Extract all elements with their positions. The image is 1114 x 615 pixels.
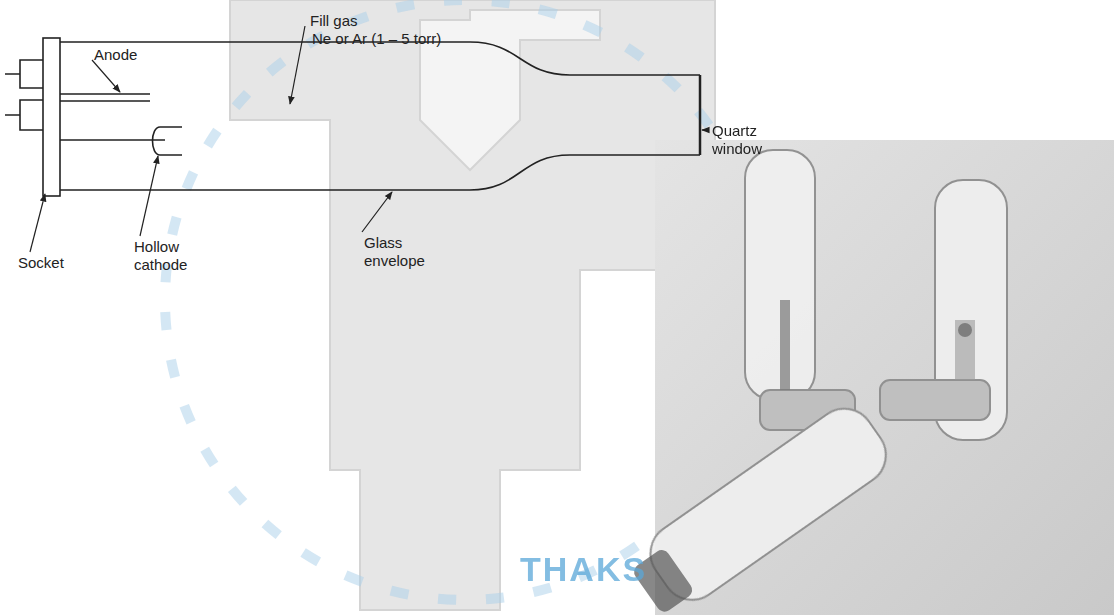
- part-label: Socket: [18, 254, 98, 272]
- part-label: Ne or Ar (1 – 5 torr): [312, 30, 512, 48]
- watermark-logo: [230, 0, 715, 610]
- lamp-photo: [631, 140, 1114, 615]
- part-label: Fill gas: [310, 12, 430, 30]
- part-label: Anode: [94, 46, 174, 64]
- lamp-schematic: [5, 38, 700, 196]
- watermark: THAKS: [520, 560, 720, 578]
- part-label: Hollow cathode: [134, 238, 196, 274]
- leader-lines: [30, 26, 708, 252]
- part-label: Glass envelope: [364, 234, 434, 270]
- part-label: Quartz window: [712, 122, 772, 158]
